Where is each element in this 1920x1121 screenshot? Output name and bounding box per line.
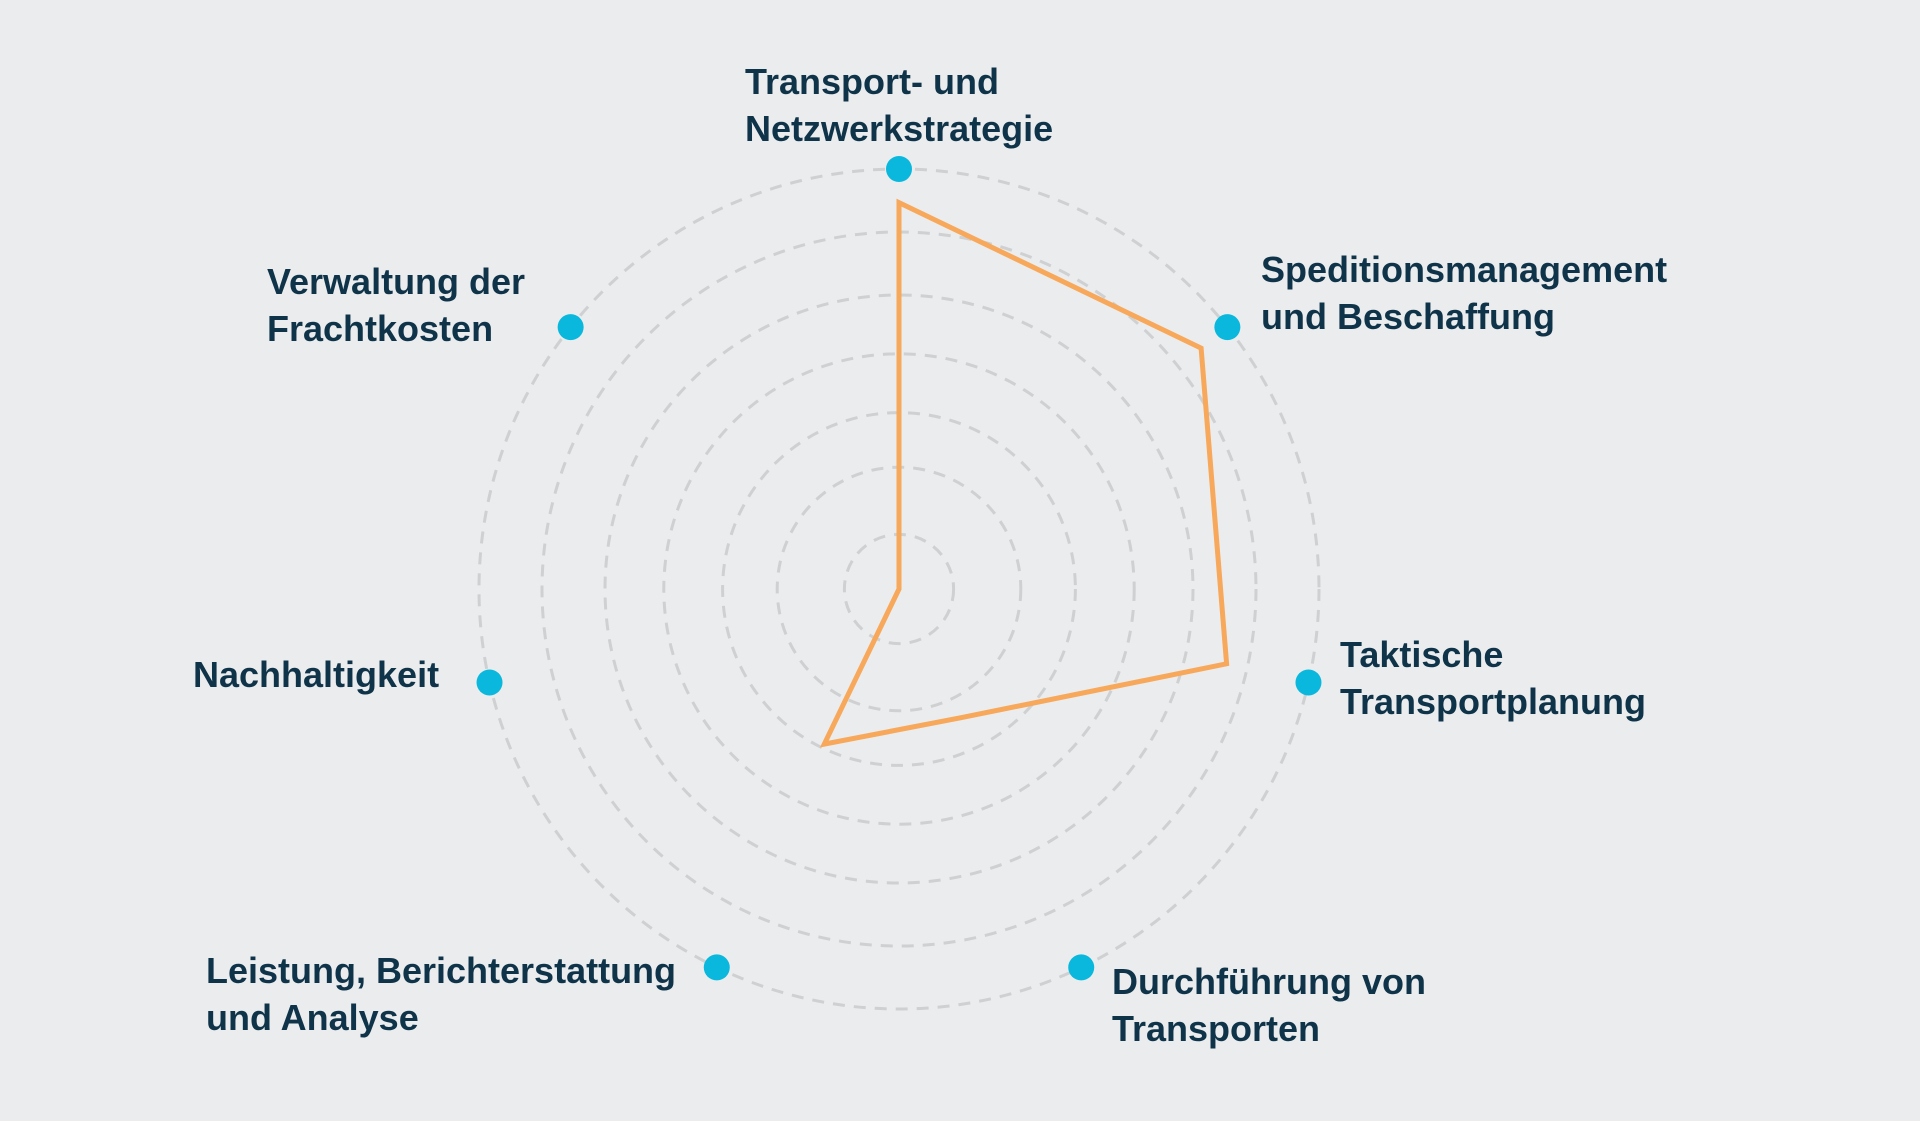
- axis-marker-dot-6: [476, 669, 503, 696]
- axis-markers: [476, 156, 1322, 981]
- axis-marker-dot-5: [703, 954, 730, 981]
- series-layer: [819, 198, 1230, 748]
- axis-marker-dot-3: [1295, 669, 1322, 696]
- series-polygon: [819, 198, 1230, 748]
- axis-marker-dot-2: [1214, 314, 1241, 341]
- axis-marker-dot-4: [1068, 954, 1095, 981]
- axis-label-nachhaltigkeit: Nachhaltigkeit: [193, 654, 439, 695]
- grid-ring-4: [662, 352, 1136, 826]
- axis-marker-dot-7: [557, 314, 584, 341]
- axis-marker-dot-1: [886, 156, 912, 182]
- grid-ring-5: [603, 293, 1195, 885]
